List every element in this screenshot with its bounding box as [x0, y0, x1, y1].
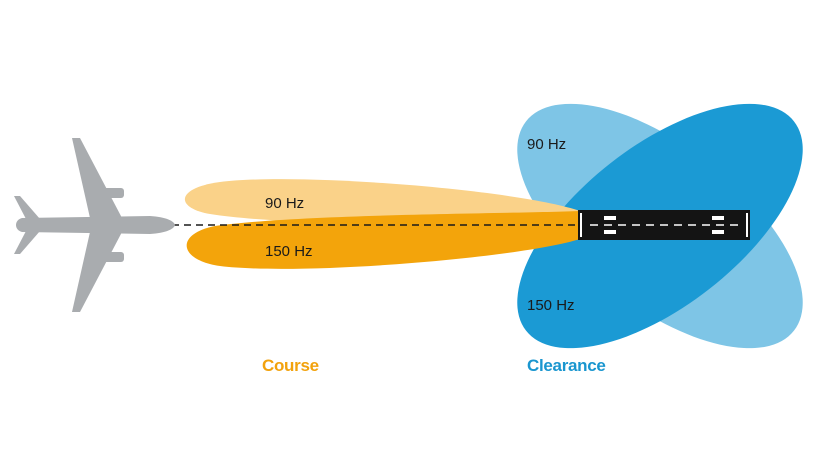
aircraft-lower-engine — [100, 252, 124, 262]
aircraft-upper-wing — [72, 138, 122, 218]
aircraft-upper-engine — [100, 188, 124, 198]
aircraft-upper-stabilizer — [14, 196, 40, 219]
clearance-lower-lobe-label: 150 Hz — [527, 297, 575, 314]
course-upper-lobe — [184, 179, 580, 224]
aircraft-lower-wing — [72, 232, 122, 312]
airplane-icon — [14, 138, 175, 312]
course-caption: Course — [262, 356, 319, 375]
course-lower-lobe — [186, 211, 580, 269]
touchdown-zone-markings — [604, 216, 724, 234]
clearance-caption: Clearance — [527, 356, 606, 375]
course-lobes — [184, 179, 580, 269]
threshold-markings — [580, 213, 748, 237]
course-upper-lobe-label: 90 Hz — [265, 195, 304, 212]
runway-icon — [578, 210, 750, 240]
aircraft-fuselage — [16, 216, 175, 234]
clearance-upper-lobe-label: 90 Hz — [527, 136, 566, 153]
aircraft-lower-stabilizer — [14, 231, 40, 254]
course-lower-lobe-label: 150 Hz — [265, 243, 313, 260]
